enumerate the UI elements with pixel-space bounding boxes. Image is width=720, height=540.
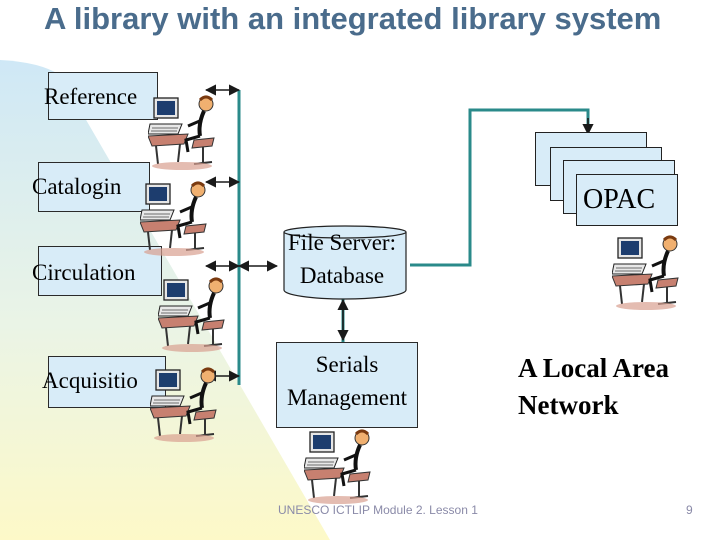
workstation-icon <box>304 429 372 506</box>
opac-card-front <box>576 174 678 226</box>
page-number: 9 <box>686 503 693 517</box>
file-server-database <box>283 225 407 300</box>
opac-label: OPAC <box>583 184 656 215</box>
cataloging-box <box>38 162 150 212</box>
reference-box <box>48 72 158 120</box>
file-server-label: File Server: Database <box>288 230 396 288</box>
workstation-icon <box>140 181 208 258</box>
circulation-box <box>38 246 162 296</box>
workstation-icon <box>158 277 226 354</box>
circulation-label: Circulation <box>32 260 136 285</box>
serials-box <box>276 342 418 428</box>
acquisition-box <box>48 356 166 408</box>
acquisition-label: Acquisitio <box>42 368 138 393</box>
slide-title: A library with an integrated library sys… <box>44 1 662 36</box>
cataloging-label: Catalogin <box>32 174 122 199</box>
serials-label: Serials Management <box>286 352 408 410</box>
network-label: A Local Area Network <box>518 353 669 420</box>
reference-label: Reference <box>44 84 138 109</box>
workstation-icon <box>148 95 216 172</box>
workstation-icon <box>612 235 680 312</box>
footer-text: UNESCO ICTLIP Module 2. Lesson 1 <box>278 503 478 517</box>
workstation-icon <box>150 367 218 444</box>
